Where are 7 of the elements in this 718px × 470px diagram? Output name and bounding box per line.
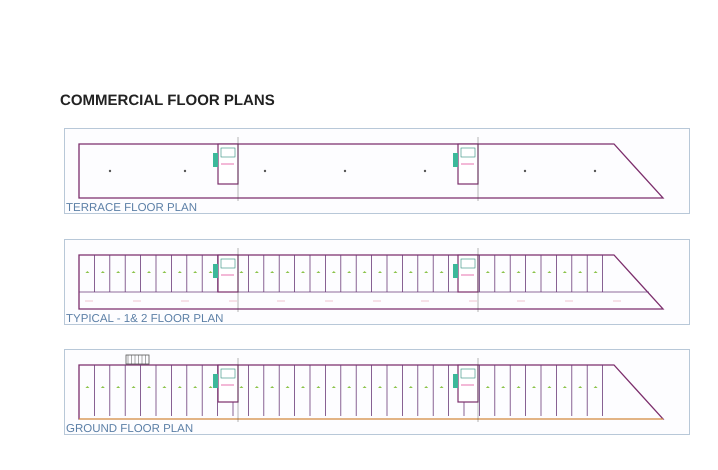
plan-title: GROUND FLOOR PLAN [66, 423, 194, 435]
drawing-panel [64, 239, 690, 325]
drawing-panel [64, 349, 690, 435]
page-title: COMMERCIAL FLOOR PLANS [60, 92, 275, 109]
plan-title: TERRACE FLOOR PLAN [66, 202, 197, 214]
drawing-panel [64, 128, 690, 214]
plan-title: TYPICAL - 1& 2 FLOOR PLAN [66, 313, 224, 325]
